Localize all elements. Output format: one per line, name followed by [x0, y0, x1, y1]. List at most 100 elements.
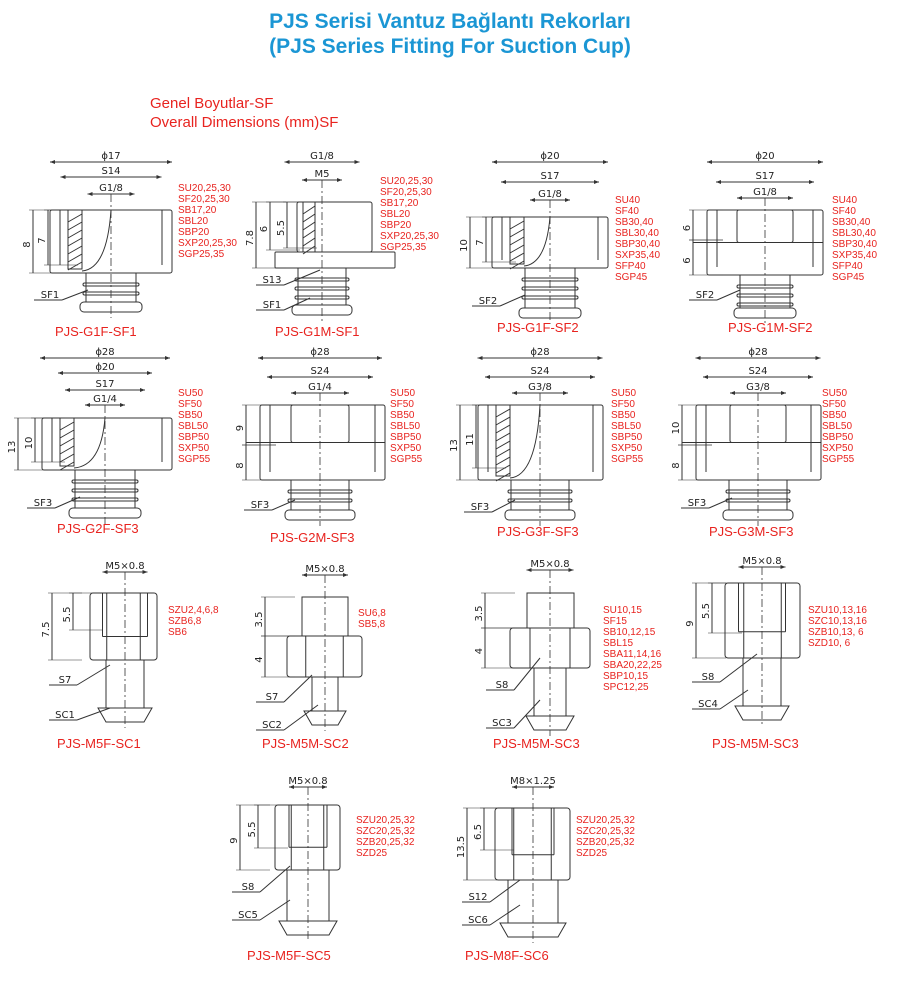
stem-ring — [736, 284, 794, 289]
hatch-line — [495, 472, 511, 482]
compatible-cup-item: SGP55 — [390, 454, 423, 465]
compatible-cup-item: SGP55 — [822, 454, 855, 465]
compatible-cup-item: SGP45 — [832, 272, 865, 283]
compatible-cup-item: SBP50 — [611, 432, 643, 443]
compatible-cup-item: SBL50 — [822, 421, 853, 432]
dimension-label: S24 — [530, 366, 549, 377]
stem-ring — [287, 498, 353, 503]
dimension-label: ϕ17 — [101, 151, 120, 162]
part-number-label: PJS-M5M-SC3 — [493, 736, 580, 751]
compatible-cup-item: SBL20 — [380, 209, 411, 220]
dimension-label: S24 — [748, 366, 767, 377]
hatch-line — [302, 245, 316, 255]
callout-label: S8 — [702, 672, 715, 683]
male-thread — [526, 592, 575, 629]
stem-ring — [521, 295, 579, 300]
barb-tip — [525, 715, 575, 731]
dimension-label: 8 — [235, 462, 246, 468]
dimension-label: ϕ20 — [755, 151, 774, 162]
leader-line — [708, 497, 733, 509]
compatible-cup-item: SGP55 — [178, 454, 211, 465]
compatible-cup-item: SZU20,25,32 — [576, 815, 635, 826]
compatible-cup-item: SBL50 — [390, 421, 421, 432]
dimension-label: 5.5 — [701, 603, 712, 619]
fitting-stem — [533, 667, 567, 717]
callout-label: S8 — [242, 882, 255, 893]
compatible-cup-item: SXP35,40 — [615, 250, 661, 261]
compatible-cup-item: SU6,8 — [358, 608, 386, 619]
compatible-cup-item: SBL30,40 — [615, 228, 659, 239]
leader-line — [716, 289, 741, 301]
dimension-label: 5.5 — [247, 822, 258, 838]
compatible-cup-item: SU40 — [832, 195, 858, 206]
arrowhead — [526, 568, 574, 572]
hatch-line — [302, 221, 316, 231]
hatch-line — [67, 221, 83, 231]
callout-label: SF3 — [471, 502, 489, 513]
dimension-label: 9 — [685, 620, 696, 626]
compatible-cup-item: SXP20,25,30 — [178, 238, 237, 249]
dimension-label: 4 — [254, 656, 265, 662]
compatible-cup-item: SZD10, 6 — [808, 638, 851, 649]
part-number-label: PJS-G1F-SF2 — [497, 320, 579, 335]
hatch-line — [67, 213, 83, 223]
stem-ring — [736, 302, 794, 307]
barb-tip — [278, 920, 338, 936]
compatible-cup-item: SGP25,35 — [178, 249, 225, 260]
compatible-cup-item: SU10,15 — [603, 605, 642, 616]
dimension-label: 8 — [671, 462, 682, 468]
compatible-cup-item: SF50 — [822, 399, 846, 410]
compatible-cup-item: SB30,40 — [615, 217, 654, 228]
hatch-line — [59, 453, 75, 463]
page-title-english: (PJS Series Fitting For Suction Cup) — [269, 35, 631, 58]
dimension-label: G3/8 — [528, 382, 552, 393]
stem-base — [291, 304, 353, 316]
compatible-cup-item: SF20,25,30 — [178, 194, 230, 205]
compatible-cup-item: SBP30,40 — [615, 239, 661, 250]
part-number-label: PJS-G2F-SF3 — [57, 521, 139, 536]
leader-line — [259, 899, 291, 921]
arrowhead — [87, 192, 135, 196]
dimension-label: M5×0.8 — [305, 564, 344, 575]
hatch-line — [67, 237, 83, 247]
part-number-label: PJS-G1F-SF1 — [55, 324, 137, 339]
barb-tip — [499, 922, 567, 938]
compatible-cup-item: SBP10,15 — [603, 671, 649, 682]
compatible-cup-item: SF40 — [832, 206, 856, 217]
part-number-label: PJS-G2M-SF3 — [270, 530, 355, 545]
hatch-line — [59, 421, 75, 431]
dimension-label: S14 — [101, 166, 120, 177]
hex-nut — [274, 804, 341, 871]
hatch-line — [495, 408, 511, 418]
callout-label: SC3 — [492, 718, 512, 729]
stem-ring — [294, 295, 350, 300]
hatch-line — [67, 245, 83, 255]
barb-tip — [97, 707, 153, 723]
dimension-label: 6 — [682, 257, 693, 263]
arrowhead — [512, 785, 554, 789]
part-number-label: PJS-M8F-SC6 — [465, 948, 549, 963]
compatible-cup-item: SZC10,13,16 — [808, 616, 867, 627]
compatible-cup-item: SB6 — [168, 627, 187, 638]
leader-line — [271, 499, 296, 511]
compatible-cup-item: SBL30,40 — [832, 228, 876, 239]
barb-tip — [303, 710, 347, 726]
stem-base — [518, 307, 582, 319]
stem-ring — [507, 498, 573, 503]
stem-base — [284, 509, 356, 521]
dimension-label: 7 — [475, 239, 486, 245]
dimension-label: 6 — [682, 225, 693, 231]
compatible-cup-item: SGP25,35 — [380, 242, 427, 253]
stem-ring — [507, 489, 573, 494]
dimension-label: S17 — [755, 171, 774, 182]
hatch-line — [509, 220, 525, 230]
dimension-label: 7 — [37, 237, 48, 243]
compatible-cup-item: SB50 — [611, 410, 636, 421]
